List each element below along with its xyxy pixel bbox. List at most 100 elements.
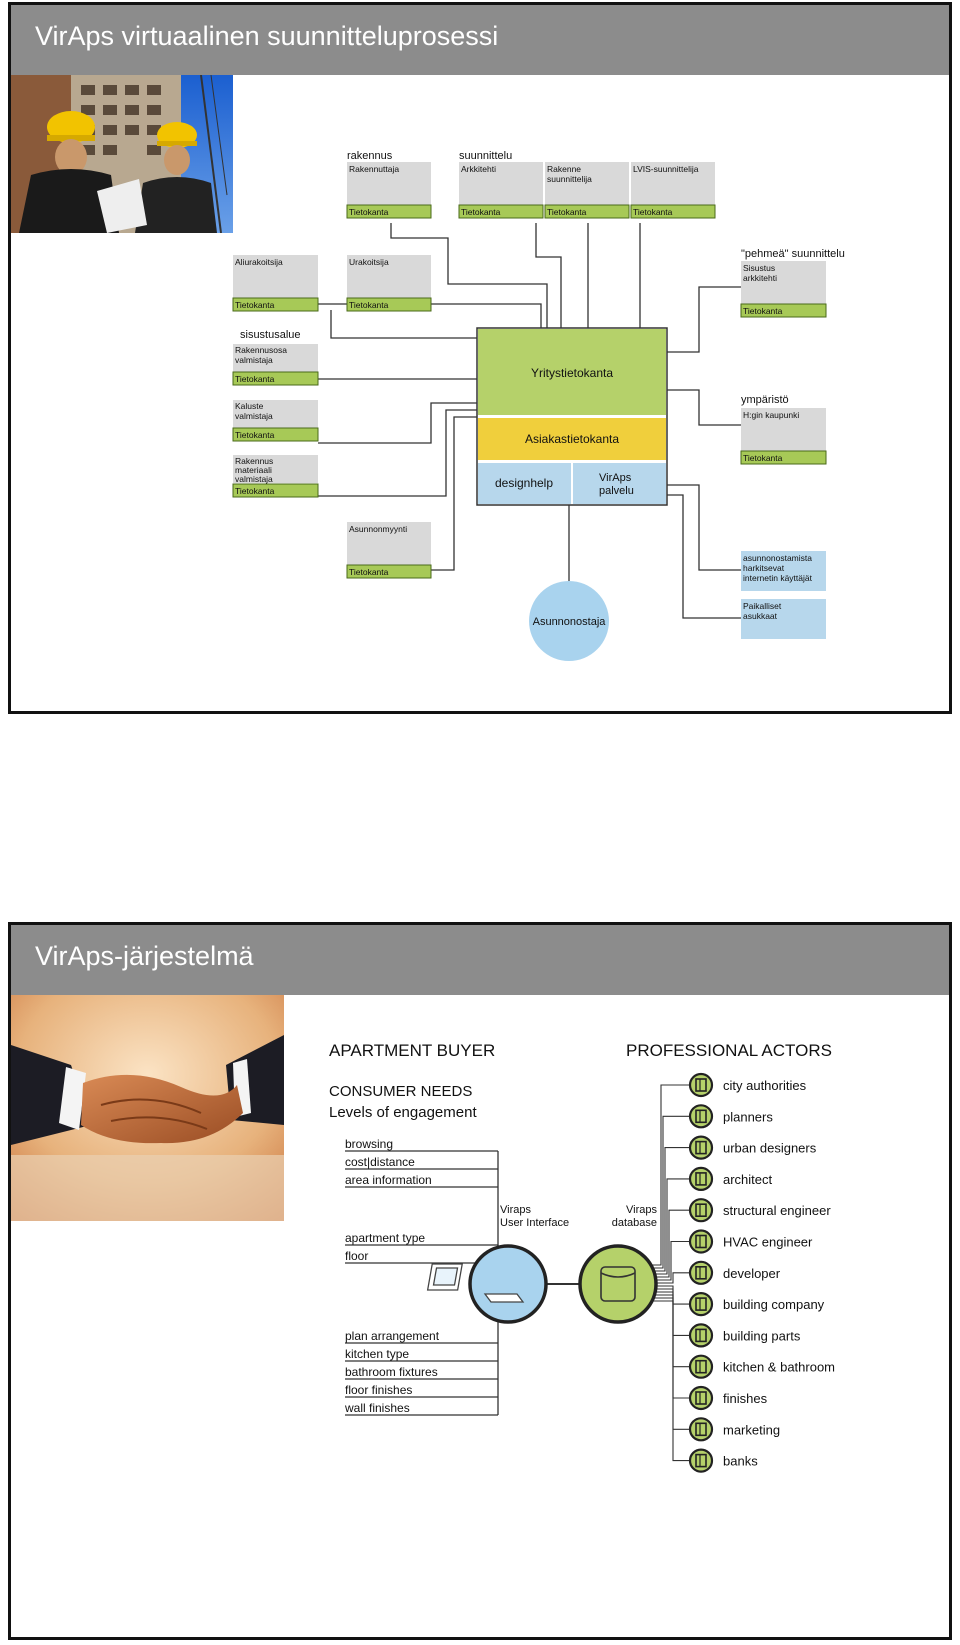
- actor-label: structural engineer: [723, 1203, 831, 1218]
- box-label-1: Sisustus: [743, 263, 775, 273]
- actor-label: developer: [723, 1266, 781, 1281]
- db-label: Tietokanta: [547, 207, 587, 217]
- actor-icon-glyph: [695, 1359, 707, 1374]
- construction-photo-illustration: [11, 75, 233, 233]
- actor-icon-circle: [688, 1104, 714, 1129]
- asiakastietokanta-area: [478, 418, 666, 460]
- line-sisustus: [667, 286, 741, 353]
- actor-icon: [688, 1354, 714, 1379]
- box-rakennuttaja: Rakennuttaja Tietokanta: [346, 162, 432, 219]
- slide-title: VirAps virtuaalinen suunnitteluprosessi: [35, 21, 499, 51]
- box-urakoitsija: Urakoitsija Tietokanta: [346, 255, 432, 312]
- actor-label: building company: [723, 1297, 825, 1312]
- db-label: Tietokanta: [633, 207, 673, 217]
- db-label-line1: Viraps: [626, 1204, 657, 1216]
- box-label-2: materiaali: [235, 465, 272, 475]
- actor-icon-circle: [688, 1166, 714, 1191]
- line-rakennuttaja: [390, 223, 548, 328]
- slide-viraps-system: VirAps-järjestelmä APARTMENT BUY: [8, 922, 952, 1640]
- actor-icon-circle: [688, 1260, 714, 1285]
- asunnonostaja-label: Asunnonostaja: [533, 616, 607, 628]
- actor-icon-circle: [688, 1323, 714, 1348]
- box-hgin-kaupunki: H:gin kaupunki Tietokanta: [740, 408, 827, 465]
- actor-connector: [651, 1178, 689, 1275]
- box-paikalliset-asukkaat: Paikalliset asukkaat: [741, 599, 826, 639]
- actor-label: architect: [723, 1172, 773, 1187]
- actor-icon-glyph: [695, 1172, 707, 1186]
- actor-icon: [688, 1323, 714, 1348]
- box-label-3: internetin käyttäjät: [743, 573, 813, 583]
- actor-icon-circle: [688, 1198, 714, 1223]
- slide-title-bar: VirAps-järjestelmä: [11, 925, 949, 995]
- actor-connector: [651, 1297, 689, 1430]
- actor-label: HVAC engineer: [723, 1235, 813, 1250]
- line-internet: [667, 484, 741, 571]
- group-label-suunnittelu: suunnittelu: [459, 150, 512, 162]
- box-kalustevalmistaja: Kaluste valmistaja Tietokanta: [232, 400, 319, 442]
- apartment-buyer-heading: APARTMENT BUYER: [329, 1041, 495, 1060]
- slide-title-bar: VirAps virtuaalinen suunnitteluprosessi: [11, 5, 949, 75]
- actor-icon: [688, 1448, 714, 1473]
- computer-icon: [426, 1263, 525, 1303]
- box-label-2: asukkaat: [743, 611, 778, 621]
- db-label: Tietokanta: [743, 306, 783, 316]
- actor-label: marketing: [723, 1422, 780, 1437]
- yritystietokanta-area: [478, 329, 666, 415]
- actor-connector: [651, 1300, 689, 1462]
- box-label-1: Kaluste: [235, 401, 264, 411]
- actor-connector: [651, 1294, 689, 1399]
- construction-workers-photo: [11, 75, 233, 233]
- actor-icon-glyph: [695, 1328, 707, 1343]
- group-label-ymparisto: ympäristö: [741, 394, 789, 406]
- user-interface-circle: [426, 1244, 548, 1324]
- box-label-1: asunnonostamista: [743, 553, 812, 563]
- line-asunnonmyynti: [431, 416, 477, 571]
- box-internet-users: asunnonostamista harkitsevat internetin …: [741, 551, 826, 591]
- box-label-1: Rakenne: [547, 164, 581, 174]
- asunnonostaja-circle: [529, 581, 609, 661]
- line-aliurakoitsija: [330, 310, 477, 339]
- actor-label: planners: [723, 1109, 773, 1124]
- group-label-pehmea: "pehmeä" suunnittelu: [741, 248, 845, 260]
- actor-label: finishes: [723, 1391, 768, 1406]
- box-label: Aliurakoitsija: [235, 257, 283, 267]
- professional-actors-heading: PROFESSIONAL ACTORS: [626, 1041, 832, 1060]
- consumer-need-label: bathroom fixtures: [345, 1365, 438, 1379]
- consumer-need-label: wall finishes: [344, 1401, 410, 1415]
- box-label: Arkkitehti: [461, 164, 496, 174]
- actor-icon-glyph: [695, 1453, 707, 1468]
- box-sisustusarkkitehti: Sisustus arkkitehti Tietokanta: [740, 261, 827, 318]
- consumer-need-label: area information: [345, 1173, 432, 1187]
- box-label-2: suunnittelija: [547, 174, 592, 184]
- actor-icon-circle: [688, 1229, 714, 1254]
- line-paikalliset: [667, 494, 741, 619]
- box-label-2: harkitsevat: [743, 563, 785, 573]
- actor-icon-circle: [688, 1354, 714, 1379]
- asiakastietokanta-label: Asiakastietokanta: [525, 432, 619, 446]
- line-materiaali: [318, 409, 477, 497]
- actor-icon-glyph: [695, 1203, 707, 1218]
- central-database-block: Yritystietokanta Asiakastietokanta desig…: [476, 327, 668, 506]
- consumer-need-label: cost|distance: [345, 1155, 415, 1169]
- group-label-rakennus: rakennus: [347, 150, 393, 162]
- actor-connector-lines: [651, 1084, 689, 1462]
- actor-icon-circle: [688, 1417, 714, 1442]
- needs-connector-lines: [345, 1150, 499, 1416]
- actor-icon-glyph: [695, 1078, 707, 1092]
- actor-icon: [688, 1072, 714, 1098]
- box-label-1: Rakennusosa: [235, 345, 287, 355]
- actor-icon: [688, 1385, 714, 1411]
- handshake-photo: [11, 995, 284, 1221]
- box-label-3: valmistaja: [235, 474, 273, 484]
- db-label: Tietokanta: [349, 300, 389, 310]
- actor-icon-circle: [688, 1292, 714, 1317]
- line-arkkitehti: [535, 223, 562, 328]
- line-kaluste: [318, 402, 477, 444]
- actor-icon-circle: [688, 1448, 714, 1473]
- actor-connector: [651, 1272, 689, 1284]
- designhelp-label: designhelp: [495, 476, 553, 490]
- actor-icon-glyph: [695, 1234, 707, 1249]
- actor-icon: [688, 1417, 714, 1442]
- box-rakennesuunnittelija: Rakenne suunnittelija Tietokanta: [544, 162, 630, 219]
